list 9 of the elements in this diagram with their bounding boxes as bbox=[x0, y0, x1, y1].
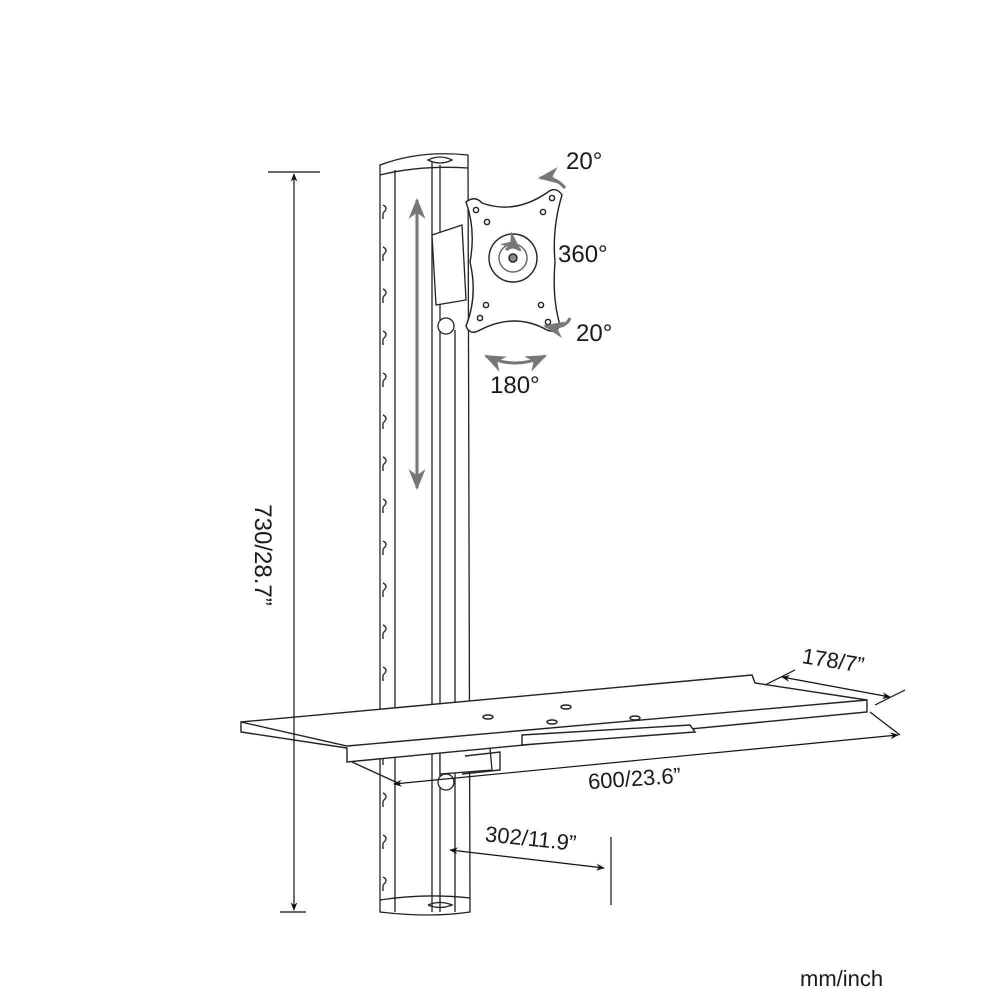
unit-label: mm/inch bbox=[800, 968, 884, 990]
dimension-label: 730/28.7” bbox=[250, 504, 274, 606]
angle-label: 360° bbox=[558, 243, 608, 267]
dimension-label: 600/23.6” bbox=[587, 764, 682, 794]
dimension-label: 178/7” bbox=[800, 645, 866, 677]
angle-label: 180° bbox=[490, 374, 540, 398]
dimension-label: 302/11.9” bbox=[484, 823, 578, 855]
angle-label: 20° bbox=[566, 150, 602, 174]
angle-label: 20° bbox=[576, 322, 612, 346]
